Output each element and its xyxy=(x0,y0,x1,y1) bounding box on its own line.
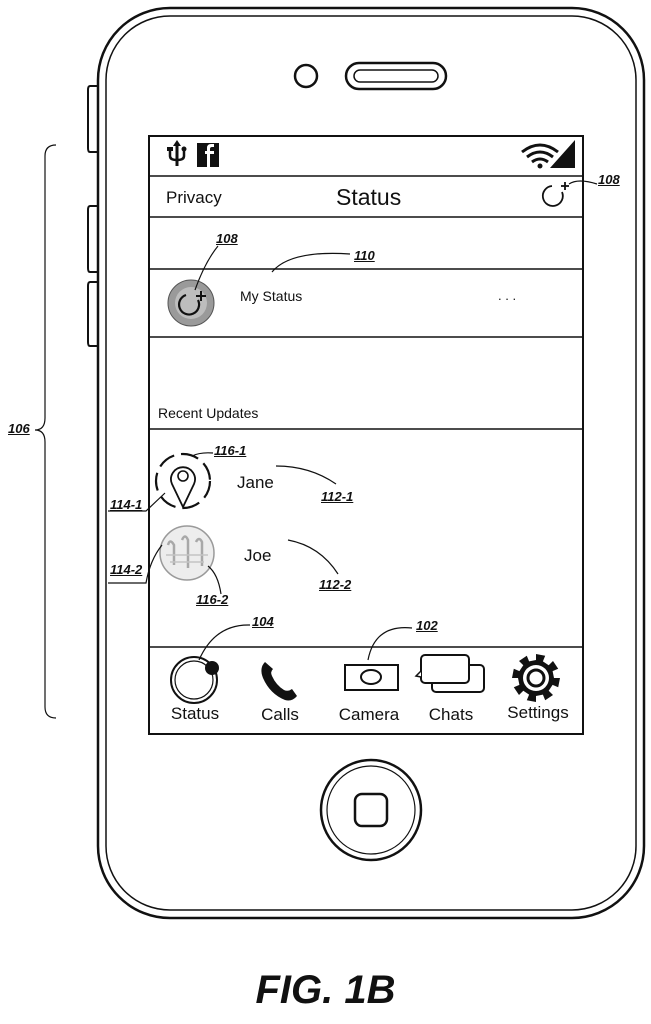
my-status-label[interactable]: My Status xyxy=(240,288,302,304)
tab-settings-label[interactable]: Settings xyxy=(493,703,583,723)
tab-camera-label[interactable]: Camera xyxy=(324,705,414,725)
ref-116-2: 116-2 xyxy=(196,592,228,607)
speaker-inner xyxy=(354,70,438,82)
side-button-top xyxy=(88,86,98,152)
side-button-bottom xyxy=(88,282,98,346)
ref-112-1: 112-1 xyxy=(321,489,353,504)
ref-108-avatar: 108 xyxy=(216,231,238,246)
my-status-avatar[interactable] xyxy=(168,280,214,326)
ref-116-1: 116-1 xyxy=(214,443,246,458)
side-button-middle xyxy=(88,206,98,272)
ref-102: 102 xyxy=(416,618,438,633)
home-button-inner xyxy=(327,766,415,854)
gear-icon[interactable] xyxy=(512,654,560,702)
tab-status-label[interactable]: Status xyxy=(150,704,240,724)
figure-label: FIG. 1B xyxy=(0,968,651,1013)
contact-name-joe[interactable]: Joe xyxy=(244,546,271,566)
page-title: Status xyxy=(336,184,401,211)
ref-110: 110 xyxy=(354,248,375,263)
home-button xyxy=(321,760,421,860)
ref-112-2: 112-2 xyxy=(319,577,351,592)
ref-108-header: 108 xyxy=(598,172,620,187)
recent-updates-heading: Recent Updates xyxy=(158,405,258,421)
more-options[interactable]: . . . xyxy=(498,288,516,303)
tab-chats-label[interactable]: Chats xyxy=(406,705,496,725)
ref-114-1: 114-1 xyxy=(110,497,142,512)
facebook-icon xyxy=(197,143,219,167)
contact-name-jane[interactable]: Jane xyxy=(237,473,274,493)
speaker-outer xyxy=(346,63,446,89)
ref-114-2: 114-2 xyxy=(110,562,142,577)
home-square-icon xyxy=(355,794,387,826)
ref-106: 106 xyxy=(8,421,30,436)
bracket-106 xyxy=(35,145,56,718)
ref-104: 104 xyxy=(252,614,274,629)
front-camera xyxy=(295,65,317,87)
screen xyxy=(149,136,583,734)
joe-avatar-photo xyxy=(160,526,214,580)
privacy-link[interactable]: Privacy xyxy=(166,188,222,208)
tab-calls-label[interactable]: Calls xyxy=(235,705,325,725)
